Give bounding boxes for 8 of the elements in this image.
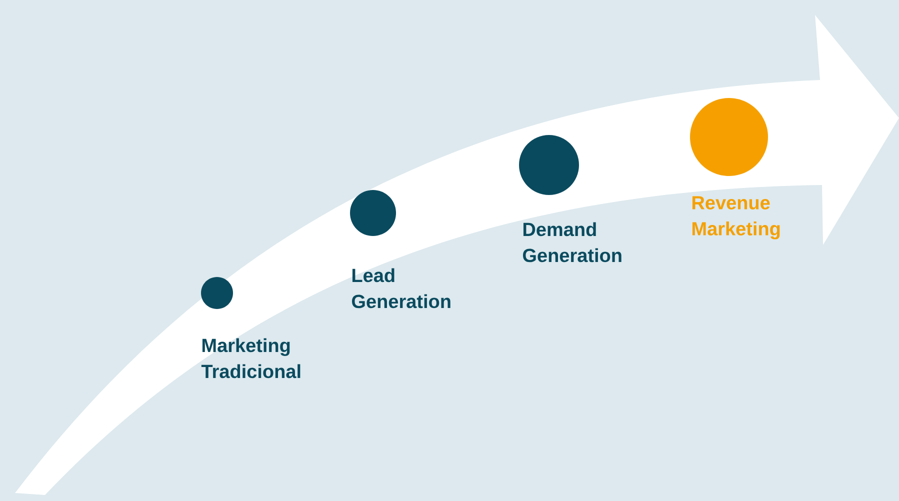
milestone-label: Revenue Marketing: [692, 196, 780, 240]
milestone-dot: [201, 277, 233, 309]
milestone-label: Lead Generation: [352, 268, 450, 308]
milestone-label: Marketing Tradicional: [201, 338, 300, 378]
milestone-dot: [519, 135, 579, 195]
milestone-dot: [690, 98, 768, 176]
milestone-dot: [350, 190, 396, 236]
milestone-label: Demand Generation: [523, 222, 622, 262]
